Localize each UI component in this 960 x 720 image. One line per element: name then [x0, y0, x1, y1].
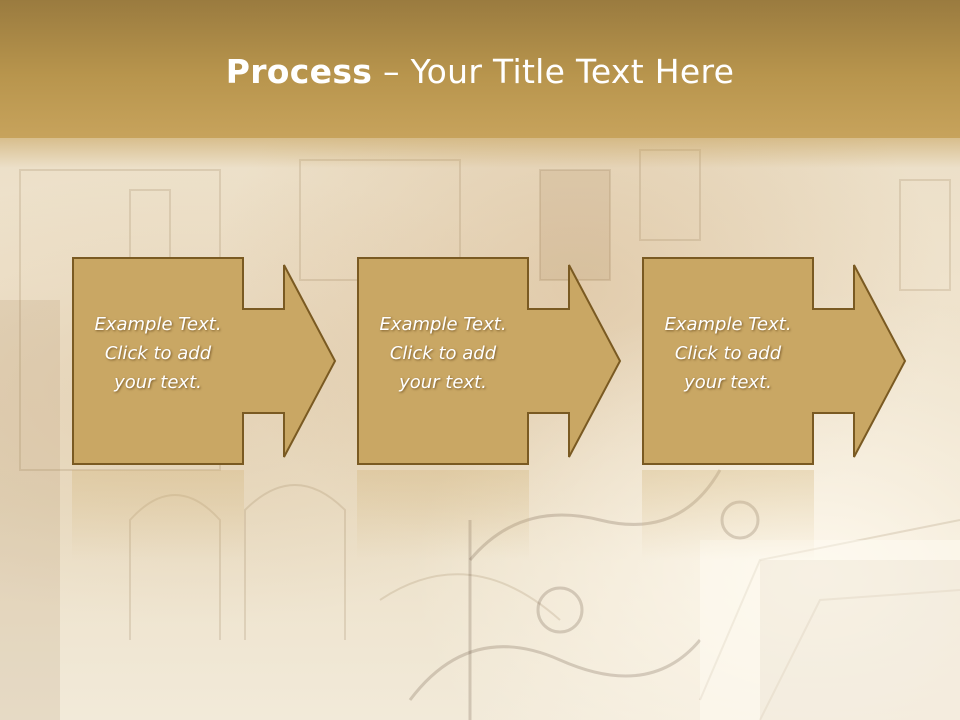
step-3-arrow-shape — [642, 257, 907, 465]
title-bold: Process — [225, 52, 373, 91]
step-3-text: Example Text. Click to add your text. — [642, 310, 814, 397]
step-3-reflection — [642, 470, 814, 560]
title-bar — [0, 0, 960, 138]
process-step-1[interactable]: Example Text. Click to add your text. — [72, 257, 337, 465]
step-2-line-2: Click to add — [389, 343, 497, 364]
step-2-text: Example Text. Click to add your text. — [357, 310, 529, 397]
step-2-reflection — [357, 470, 529, 560]
title-rest: – Your Title Text Here — [372, 52, 735, 91]
process-step-2[interactable]: Example Text. Click to add your text. — [357, 257, 622, 465]
step-1-arrow-shape — [72, 257, 337, 465]
step-2-arrow-shape — [357, 257, 622, 465]
step-3-line-3: your text. — [684, 372, 772, 393]
step-1-line-3: your text. — [114, 372, 202, 393]
step-1-line-1: Example Text. — [94, 314, 222, 335]
step-1-line-2: Click to add — [104, 343, 212, 364]
step-3-line-1: Example Text. — [664, 314, 792, 335]
step-2-line-3: your text. — [399, 372, 487, 393]
step-2-line-1: Example Text. — [379, 314, 507, 335]
slide-title[interactable]: Process – Your Title Text Here — [0, 52, 960, 91]
step-1-text: Example Text. Click to add your text. — [72, 310, 244, 397]
step-3-line-2: Click to add — [674, 343, 782, 364]
step-1-reflection — [72, 470, 244, 560]
process-step-3[interactable]: Example Text. Click to add your text. — [642, 257, 907, 465]
title-bar-fade — [0, 138, 960, 168]
